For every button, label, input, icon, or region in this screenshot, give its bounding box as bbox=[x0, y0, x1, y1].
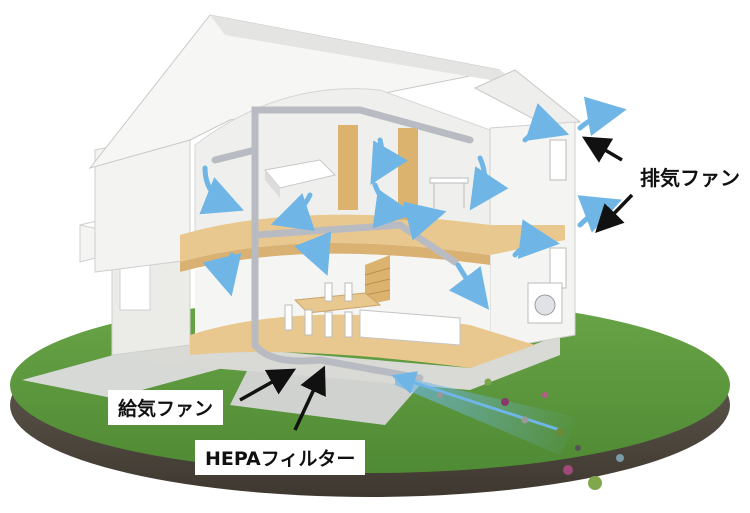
roof bbox=[88, 14, 582, 169]
pollutant-particles bbox=[437, 378, 624, 490]
partition bbox=[398, 128, 418, 220]
incoming-air-arrow bbox=[391, 371, 561, 432]
bed bbox=[264, 159, 336, 198]
pointer-arrows bbox=[239, 136, 634, 431]
supply-fan-label: 給気ファン bbox=[108, 390, 224, 425]
dining-set bbox=[284, 282, 382, 338]
airflow-arrows bbox=[199, 96, 627, 310]
stairs bbox=[364, 255, 391, 305]
kitchen-counter bbox=[359, 309, 461, 346]
desk bbox=[429, 177, 469, 184]
hepa-filter-label: HEPAフィルター bbox=[195, 440, 366, 475]
partition bbox=[338, 125, 358, 210]
exhaust-fan-label: 排気ファン bbox=[640, 166, 740, 190]
washing-machine bbox=[527, 282, 563, 324]
